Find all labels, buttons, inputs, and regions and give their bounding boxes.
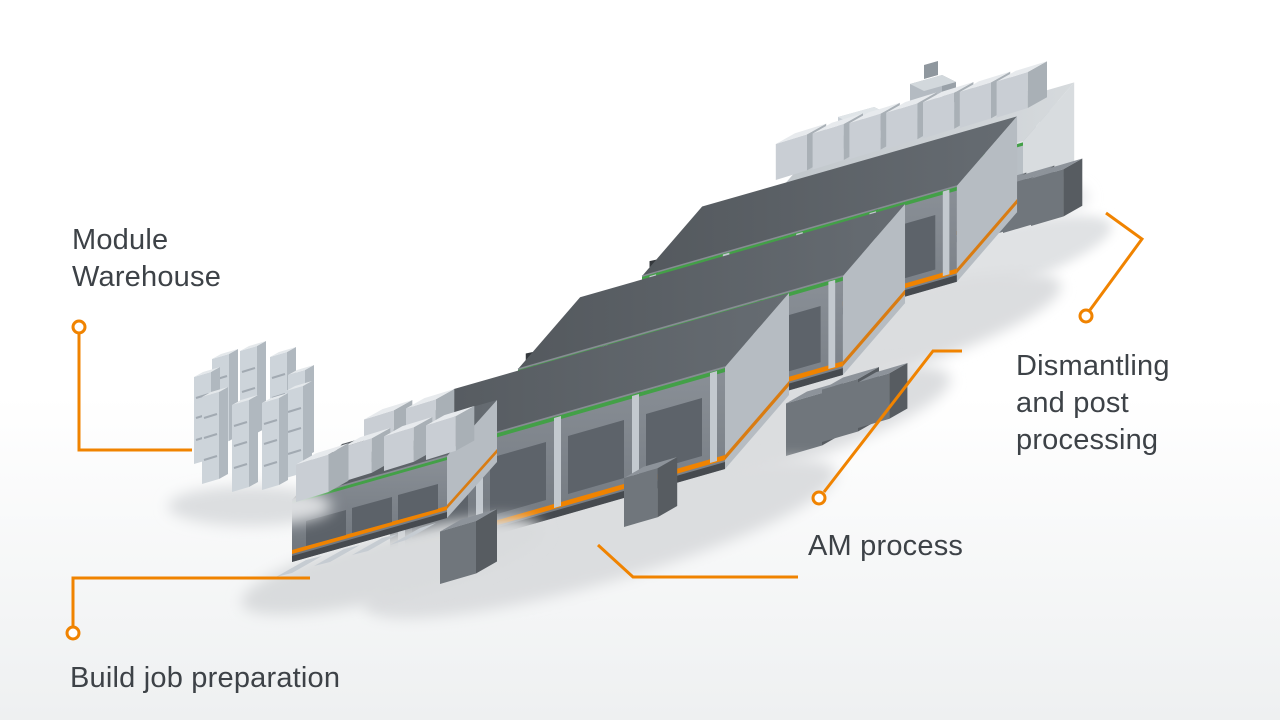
module-warehouse-carousel [168, 340, 349, 526]
callout-module-warehouse [71, 319, 192, 452]
callout-am-process [596, 349, 962, 579]
dismantling-post-processing-label: Dismantling and post processing [1016, 350, 1170, 457]
module-warehouse-label: Module Warehouse [72, 224, 222, 294]
build-job-preparation-label: Build job preparation [70, 662, 341, 694]
am-process-label: AM process [808, 530, 964, 562]
build-job-preparation-machine [241, 388, 543, 615]
callout-dismantling [1078, 211, 1145, 324]
callout-build-job-preparation [65, 576, 310, 641]
